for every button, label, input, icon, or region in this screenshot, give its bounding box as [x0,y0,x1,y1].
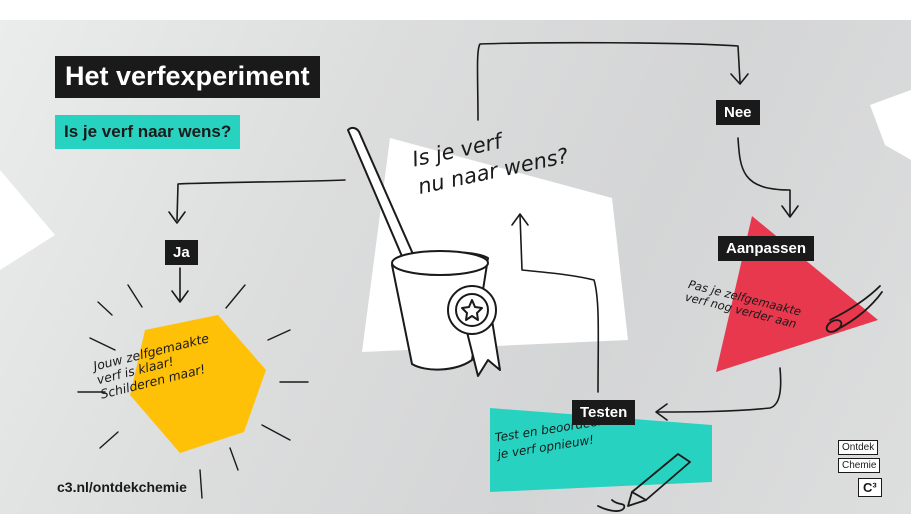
logo-word-1: Ontdek [838,440,878,455]
white-shape-left [0,170,55,270]
arrow-aanpassen-to-testen [658,368,781,412]
ontdek-chemie-logo: Ontdek Chemie C³ [832,440,882,500]
logo-c3: C³ [858,478,882,497]
page-title: Het verfexperiment [55,56,320,98]
label-nee: Nee [716,100,760,125]
canvas: Het verfexperiment Is je verf naar wens?… [0,20,911,514]
arrow-center-to-ja [177,180,345,220]
arrow-nee-to-aanpassen [738,138,790,215]
logo-word-2: Chemie [838,458,880,473]
label-aanpassen: Aanpassen [718,236,814,261]
label-ja: Ja [165,240,198,265]
footer-url[interactable]: c3.nl/ontdekchemie [57,479,187,495]
arrow-to-nee [478,43,741,120]
white-shape-right [870,90,911,160]
page-subtitle: Is je verf naar wens? [55,115,240,149]
